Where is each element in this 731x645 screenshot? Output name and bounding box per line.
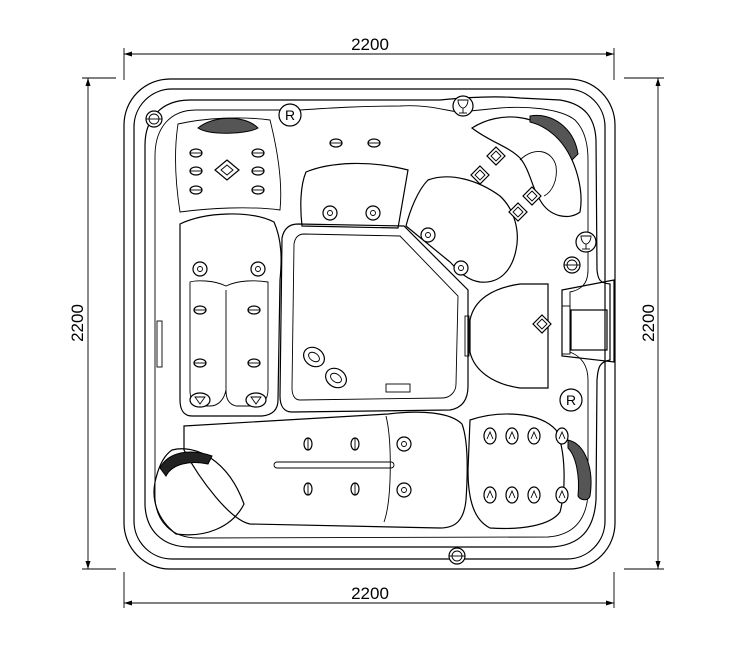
directional-jet (555, 486, 569, 504)
headrest-top-right (529, 114, 579, 161)
small-jet (189, 148, 203, 158)
small-jet (329, 138, 343, 148)
r-marker-top-label: R (285, 107, 295, 123)
skimmer-opening (570, 309, 608, 351)
tub-outer-edge (123, 78, 616, 570)
seat-top-center (300, 162, 409, 229)
tub-inner-rim (144, 96, 611, 548)
dimension-top-label: 2200 (351, 35, 389, 54)
directional-jet (555, 427, 569, 445)
directional-jet (527, 427, 541, 445)
directional-jet (483, 427, 497, 445)
seat-top-right (405, 176, 518, 283)
dimension-right-label: 2200 (639, 304, 658, 342)
diamond-jet (508, 202, 528, 222)
foot-jet (245, 392, 267, 408)
tub-second-edge (133, 88, 606, 560)
dimension-left-label: 2200 (68, 304, 87, 342)
ring-jet (322, 205, 338, 221)
diamond-jet (522, 186, 542, 206)
diamond-jet (532, 314, 552, 334)
small-jet (367, 138, 381, 148)
headrest-top-left (197, 117, 259, 134)
small-jet (251, 185, 265, 195)
foot-jet (189, 392, 211, 408)
ring-jet (250, 261, 266, 277)
diamond-jet (470, 165, 490, 185)
dimension-top: 2200 (123, 35, 615, 80)
seat-right-middle (469, 283, 549, 389)
small-jet (303, 437, 313, 451)
cup-holder-top (452, 95, 474, 117)
center-side-grip (464, 315, 470, 357)
directional-jet (527, 486, 541, 504)
ring-jet (192, 261, 208, 277)
ring-jet (396, 482, 412, 498)
small-jet (193, 305, 207, 315)
directional-jet (505, 427, 519, 445)
dimension-right: 2200 (624, 77, 664, 570)
headrest-bottom-right (567, 439, 592, 501)
ring-jet (420, 227, 436, 243)
ring-jet (453, 260, 469, 276)
ring-jet (396, 436, 412, 452)
seat-top-left (175, 117, 282, 213)
small-jet (251, 166, 265, 176)
small-jet (350, 437, 360, 451)
jets-directional (483, 427, 569, 504)
lounger-left (179, 213, 282, 417)
r-marker-top: R (278, 103, 302, 127)
small-jet (189, 166, 203, 176)
skimmer-unit (561, 279, 615, 363)
dimension-bottom-label: 2200 (351, 584, 389, 603)
r-marker-right-label: R (566, 392, 576, 408)
dimension-left: 2200 (68, 77, 116, 570)
lounger-bottom (183, 411, 468, 529)
jets-small (189, 138, 381, 496)
footwell-drain (385, 383, 411, 393)
jets-diamond (214, 146, 552, 334)
corner-seat-top-right (470, 114, 582, 218)
small-jet (350, 482, 360, 496)
jets-foot (189, 346, 347, 408)
directional-jet (483, 486, 497, 504)
footwell-jet (303, 346, 325, 368)
small-jet (247, 305, 261, 315)
control-knob-right (563, 256, 581, 274)
cup-holder-right (575, 231, 597, 253)
small-jet (247, 358, 261, 368)
jets-ring (192, 205, 469, 498)
control-knob-bottom (448, 547, 466, 565)
footwell-center (279, 223, 469, 413)
directional-jet (505, 486, 519, 504)
corner-seat-bottom-left (153, 448, 245, 536)
small-jet (303, 482, 313, 496)
diamond-jet (486, 146, 506, 166)
small-jet (189, 185, 203, 195)
bottom-lounger-armrest (273, 461, 395, 469)
small-jet (251, 148, 265, 158)
small-jet (193, 358, 207, 368)
seat-bottom-right (467, 413, 592, 530)
headrest-bottom-left (159, 451, 213, 477)
dimension-bottom: 2200 (123, 572, 615, 608)
r-marker-right: R (559, 388, 583, 412)
ring-jet (365, 205, 381, 221)
diamond-jet (214, 159, 240, 181)
left-side-grip (156, 320, 163, 368)
footwell-jet (325, 367, 347, 389)
control-knob-top-left (145, 110, 163, 128)
